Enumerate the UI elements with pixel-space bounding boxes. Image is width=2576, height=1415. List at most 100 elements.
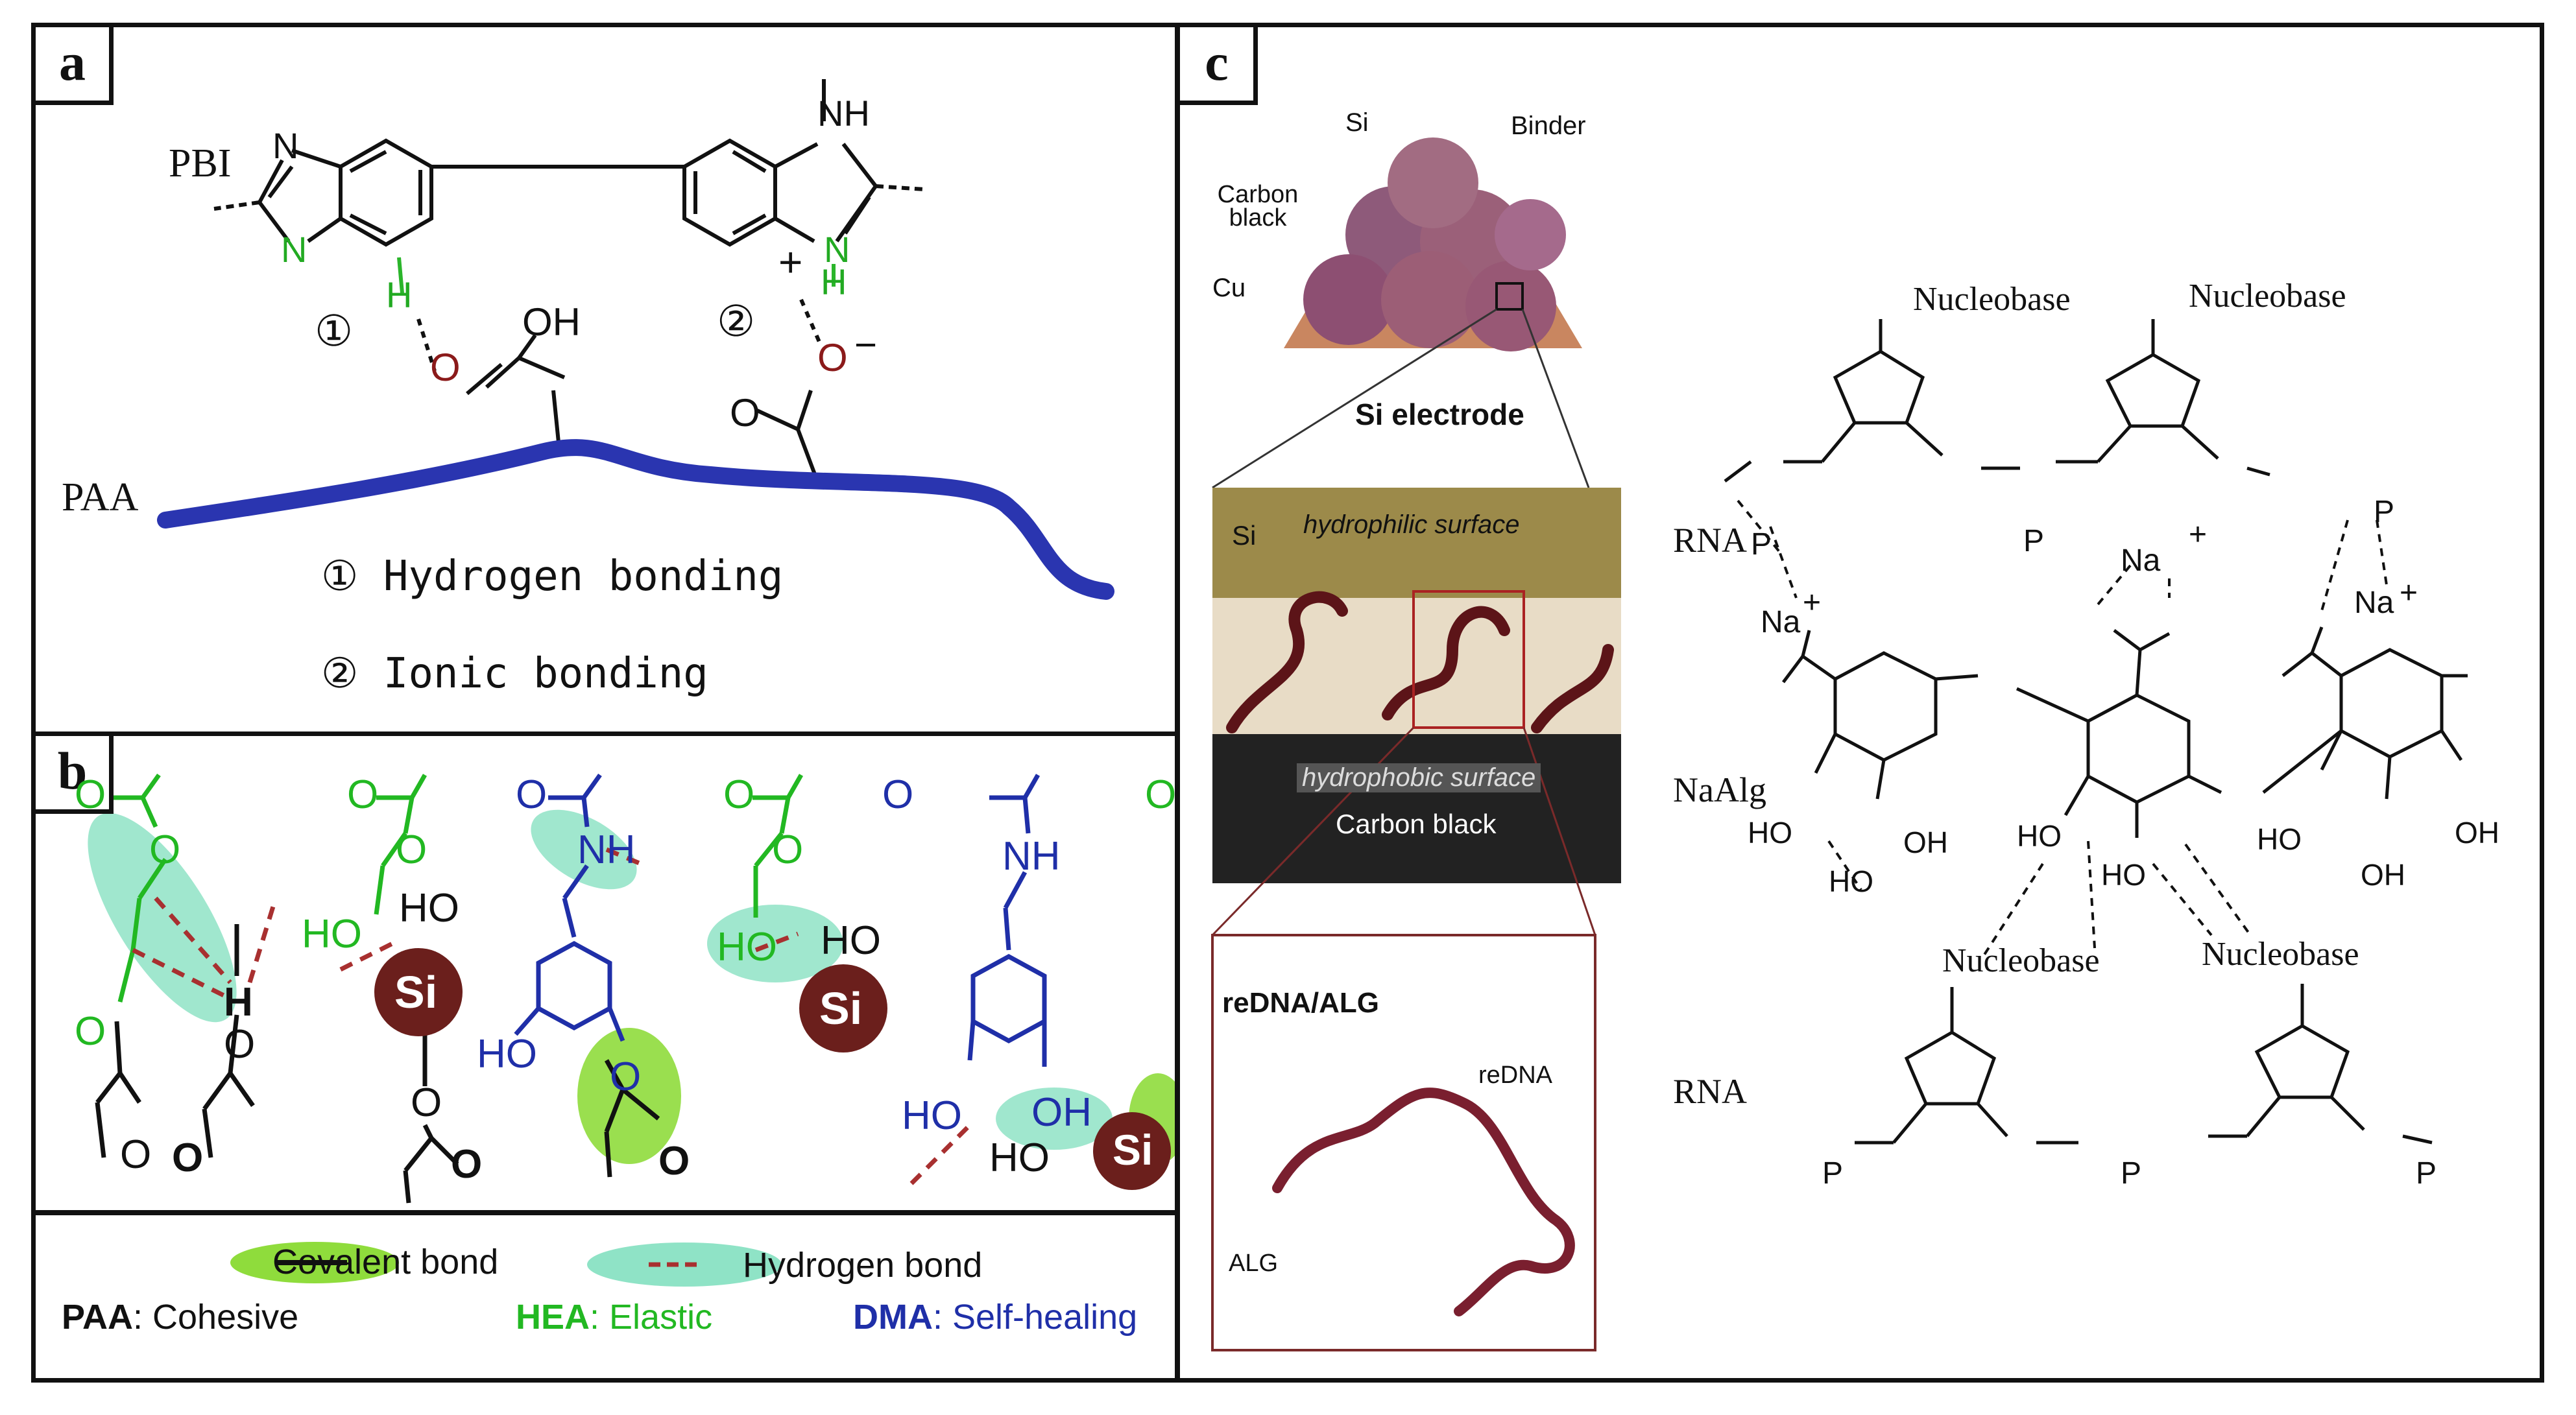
legend-dma-name: DMA	[853, 1298, 933, 1337]
pbi-paa-diagram	[157, 79, 1114, 600]
p-3: P	[2374, 495, 2395, 529]
panel-c-tag: c	[1180, 27, 1258, 105]
atom-o-anion: O	[817, 336, 848, 379]
panel-b: b O O O H O O O O O HO HO Si O O O NH HO…	[31, 731, 1179, 1383]
atom-n-3: N	[824, 229, 850, 270]
mark-1: ①	[315, 307, 354, 355]
paa-label: PAA	[62, 475, 139, 519]
legend-hea-role: : Elastic	[590, 1298, 713, 1337]
label-si: Si	[1345, 108, 1369, 137]
label-redna: reDNA	[1478, 1062, 1553, 1089]
p-4: P	[1822, 1156, 1844, 1191]
si-electrode-illustration	[1284, 137, 1582, 351]
si-label-3: Si	[1113, 1126, 1153, 1174]
label-alg: ALG	[1229, 1250, 1279, 1277]
nucleobase-2: Nucleobase	[2189, 278, 2346, 315]
na-1: Na	[1761, 605, 1801, 639]
atom-oh: OH	[522, 300, 581, 344]
panel-c: c Si Binder Carbon black Cu Si electrode…	[1175, 23, 2544, 1383]
dma-ho-2: HO	[902, 1093, 962, 1138]
na-plus-3: +	[2400, 576, 2418, 610]
nucleobase-3: Nucleobase	[1942, 942, 2100, 979]
hea-o-1: O	[75, 772, 106, 817]
nucleobase-4: Nucleobase	[2202, 936, 2359, 973]
legend-hea: HEA: Elastic	[516, 1297, 712, 1337]
legend-hydrogen-bond: Hydrogen bond	[743, 1246, 983, 1285]
hea-o-3: O	[75, 1009, 106, 1054]
ho-4: HO	[2101, 858, 2146, 892]
na-3: Na	[2354, 586, 2394, 620]
atom-n-2: N	[281, 229, 307, 270]
paa-o-1: O	[224, 1022, 256, 1067]
label-hydrophobic: hydrophobic surface	[1297, 763, 1541, 792]
si-ho-2: HO	[821, 918, 881, 963]
binder-network-diagram	[36, 773, 1175, 1287]
legend-paa-role: : Cohesive	[133, 1298, 299, 1337]
atom-plus: +	[778, 239, 803, 285]
label-cu: Cu	[1212, 274, 1246, 302]
label-redna-alg: reDNA/ALG	[1222, 987, 1380, 1019]
paa-o-3: O	[120, 1132, 152, 1177]
paa-o-4: O	[451, 1142, 483, 1187]
hea-o-8: O	[1145, 772, 1177, 817]
p-2: P	[2023, 524, 2045, 558]
atom-minus: −	[854, 323, 878, 366]
label-naalg: NaAlg	[1673, 770, 1766, 809]
legend-covalent-bond: Covalent bond	[272, 1243, 499, 1281]
oh-3: OH	[2455, 816, 2499, 850]
atom-n-1: N	[272, 125, 299, 166]
dma-nh-2: NH	[1002, 834, 1061, 879]
hea-ho-1: HO	[302, 912, 362, 957]
mark-2: ②	[717, 297, 756, 345]
si-ho-1: HO	[399, 886, 459, 931]
dma-nh-1: NH	[577, 827, 636, 872]
legend-hea-name: HEA	[516, 1298, 590, 1337]
atom-o-carbonyl-1: O	[430, 346, 461, 389]
na-plus-2: +	[2189, 517, 2208, 552]
legend-dma: DMA: Self-healing	[853, 1297, 1137, 1337]
hea-o-4: O	[347, 772, 379, 817]
ho-2: HO	[1829, 864, 1873, 898]
ho-5: HO	[2257, 822, 2302, 856]
dma-o-3: O	[882, 772, 914, 817]
atom-h-2: H	[821, 261, 847, 302]
legend-hydrogen-bonding: ① Hydrogen bonding	[321, 553, 784, 600]
oh-2: OH	[2361, 858, 2405, 892]
si-label-1: Si	[394, 967, 438, 1017]
atom-nh-top: NH	[817, 93, 870, 134]
label-hydrophilic: hydrophilic surface	[1303, 510, 1520, 539]
paa-h: H	[224, 980, 253, 1025]
p-6: P	[2416, 1156, 2437, 1191]
hea-ho-2: HO	[717, 925, 777, 969]
legend-paa-name: PAA	[62, 1298, 134, 1337]
nucleobase-1: Nucleobase	[1913, 281, 2071, 318]
ho-3: HO	[2017, 819, 2062, 853]
pbi-label: PBI	[169, 141, 232, 185]
paa-o-2: O	[172, 1136, 204, 1180]
legend-dma-role: : Self-healing	[932, 1298, 1138, 1337]
atom-o-carbonyl-2: O	[730, 391, 760, 434]
label-si-electrode: Si electrode	[1355, 398, 1524, 431]
panel-a-tag: a	[36, 27, 114, 105]
ho-1: HO	[1748, 816, 1792, 850]
paa-o-5: O	[658, 1139, 690, 1183]
paa-backbone	[157, 439, 1114, 600]
p-1: P	[1751, 527, 1772, 562]
legend-paa: PAA: Cohesive	[62, 1297, 298, 1337]
na-2: Na	[2121, 543, 2161, 578]
panel-b-tag: b	[36, 736, 114, 814]
si-ho-3: HO	[989, 1136, 1050, 1180]
label-si-2: Si	[1232, 520, 1257, 551]
label-carbon-black-2: Carbon black	[1336, 809, 1497, 839]
hea-o-2: O	[149, 827, 181, 872]
dma-ho-1: HO	[477, 1032, 537, 1076]
atom-h-1: H	[386, 274, 413, 315]
dma-o-1: O	[516, 772, 548, 817]
oh-1: OH	[1903, 826, 1948, 859]
dna-alginate-diagram	[1211, 137, 2468, 1351]
label-rna-top: RNA	[1673, 521, 1748, 560]
legend-ionic-bonding: ② Ionic bonding	[321, 650, 708, 698]
hea-o-5: O	[396, 827, 427, 872]
hea-o-7: O	[772, 827, 804, 872]
dma-o-2: O	[610, 1054, 642, 1099]
